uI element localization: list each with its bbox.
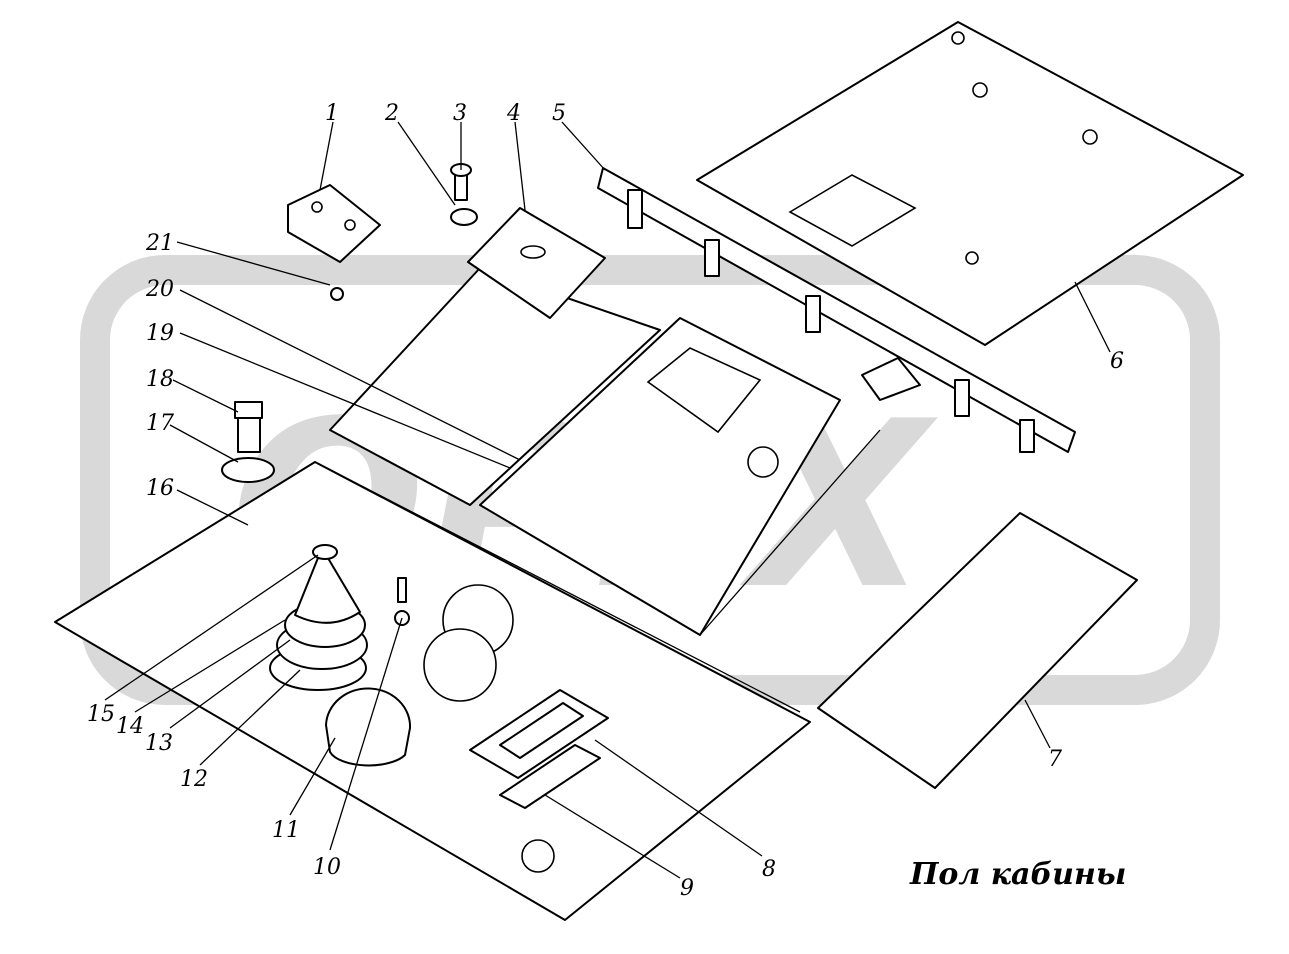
callout-19: 19 <box>146 321 174 346</box>
callout-15: 15 <box>87 702 115 727</box>
callout-labels: 1 2 3 4 5 6 7 8 9 10 11 12 13 14 15 16 1… <box>87 101 1124 901</box>
callout-6: 6 <box>1110 349 1124 374</box>
callout-7: 7 <box>1048 747 1062 772</box>
top-floor-panel <box>696 21 1244 346</box>
tunnel-plate <box>479 317 841 636</box>
diagram-caption: Пол кабины <box>909 857 1126 892</box>
washer-2 <box>450 208 478 226</box>
cover-plate <box>467 207 606 319</box>
callout-21: 21 <box>145 231 174 256</box>
mounting-rail <box>597 167 1076 453</box>
screw-21 <box>330 287 344 301</box>
callout-10: 10 <box>313 855 341 880</box>
callout-4: 4 <box>506 101 521 126</box>
callout-3: 3 <box>453 101 467 126</box>
floor-opening-2 <box>423 628 497 702</box>
leader-lines <box>104 121 1111 879</box>
bolt-10 <box>394 577 410 626</box>
side-floor-panel <box>817 512 1138 789</box>
middle-floor-plate <box>329 267 661 506</box>
callout-5: 5 <box>552 101 566 126</box>
callout-14: 14 <box>116 714 144 739</box>
callout-16: 16 <box>146 476 174 501</box>
lever-boot <box>269 544 368 691</box>
callout-18: 18 <box>146 367 174 392</box>
callout-11: 11 <box>272 818 300 843</box>
callout-20: 20 <box>145 277 174 302</box>
bolt-18 <box>234 401 263 453</box>
callout-9: 9 <box>680 876 694 901</box>
floor-opening-3 <box>521 839 555 873</box>
callout-17: 17 <box>146 411 174 436</box>
rubber-block <box>287 184 381 263</box>
seal-ring <box>499 744 601 809</box>
callout-13: 13 <box>145 731 173 756</box>
washer-17 <box>221 457 275 483</box>
callout-12: 12 <box>180 767 208 792</box>
callout-2: 2 <box>384 101 399 126</box>
callout-8: 8 <box>762 857 776 882</box>
callout-1: 1 <box>325 101 339 126</box>
